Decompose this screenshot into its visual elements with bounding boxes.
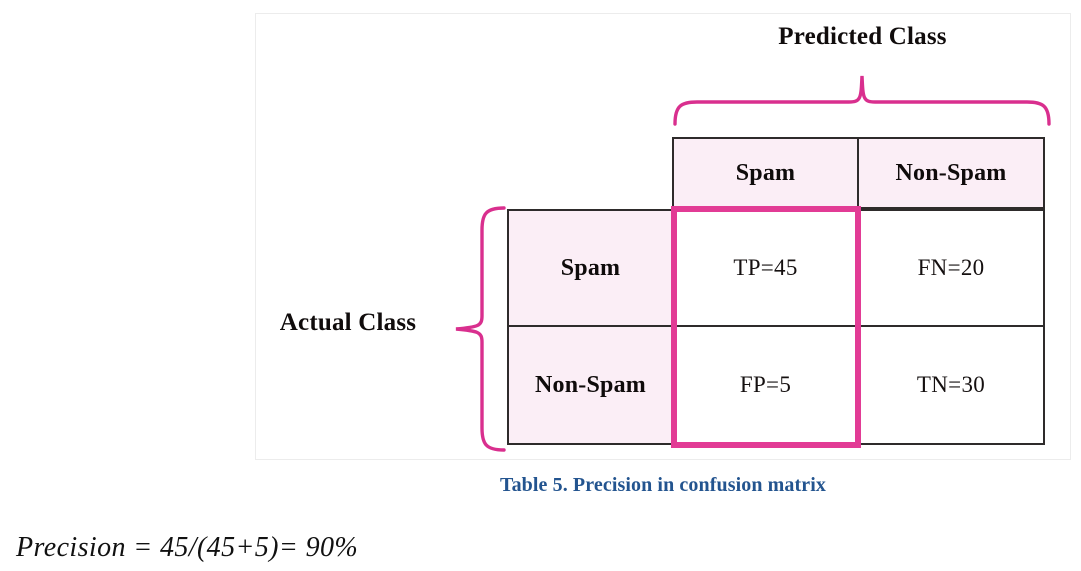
- cell-false-positive: FP=5: [671, 327, 860, 445]
- corner-cell: [507, 137, 674, 209]
- table-row: Non-Spam FP=5 TN=30: [507, 327, 1050, 445]
- actual-class-brace-icon: [455, 206, 506, 452]
- row-header-spam: Spam: [507, 209, 674, 327]
- row-header-non-spam: Non-Spam: [507, 327, 674, 445]
- column-header-non-spam: Non-Spam: [857, 137, 1045, 209]
- predicted-class-brace-icon: [673, 75, 1051, 126]
- table-caption: Table 5. Precision in confusion matrix: [499, 474, 827, 496]
- confusion-matrix-table: Spam Non-Spam Spam TP=45 FN=20 Non-Spam …: [507, 137, 1050, 445]
- actual-class-axis-label: Actual Class: [279, 309, 417, 336]
- table-row: Spam TP=45 FN=20: [507, 209, 1050, 327]
- predicted-class-axis-label: Predicted Class: [778, 23, 947, 50]
- cell-true-positive: TP=45: [671, 209, 860, 327]
- precision-formula: Precision = 45/(45+5)= 90%: [16, 532, 359, 563]
- cell-false-negative: FN=20: [857, 209, 1045, 327]
- table-header-row: Spam Non-Spam: [507, 137, 1050, 209]
- cell-true-negative: TN=30: [857, 327, 1045, 445]
- column-header-spam: Spam: [671, 137, 860, 209]
